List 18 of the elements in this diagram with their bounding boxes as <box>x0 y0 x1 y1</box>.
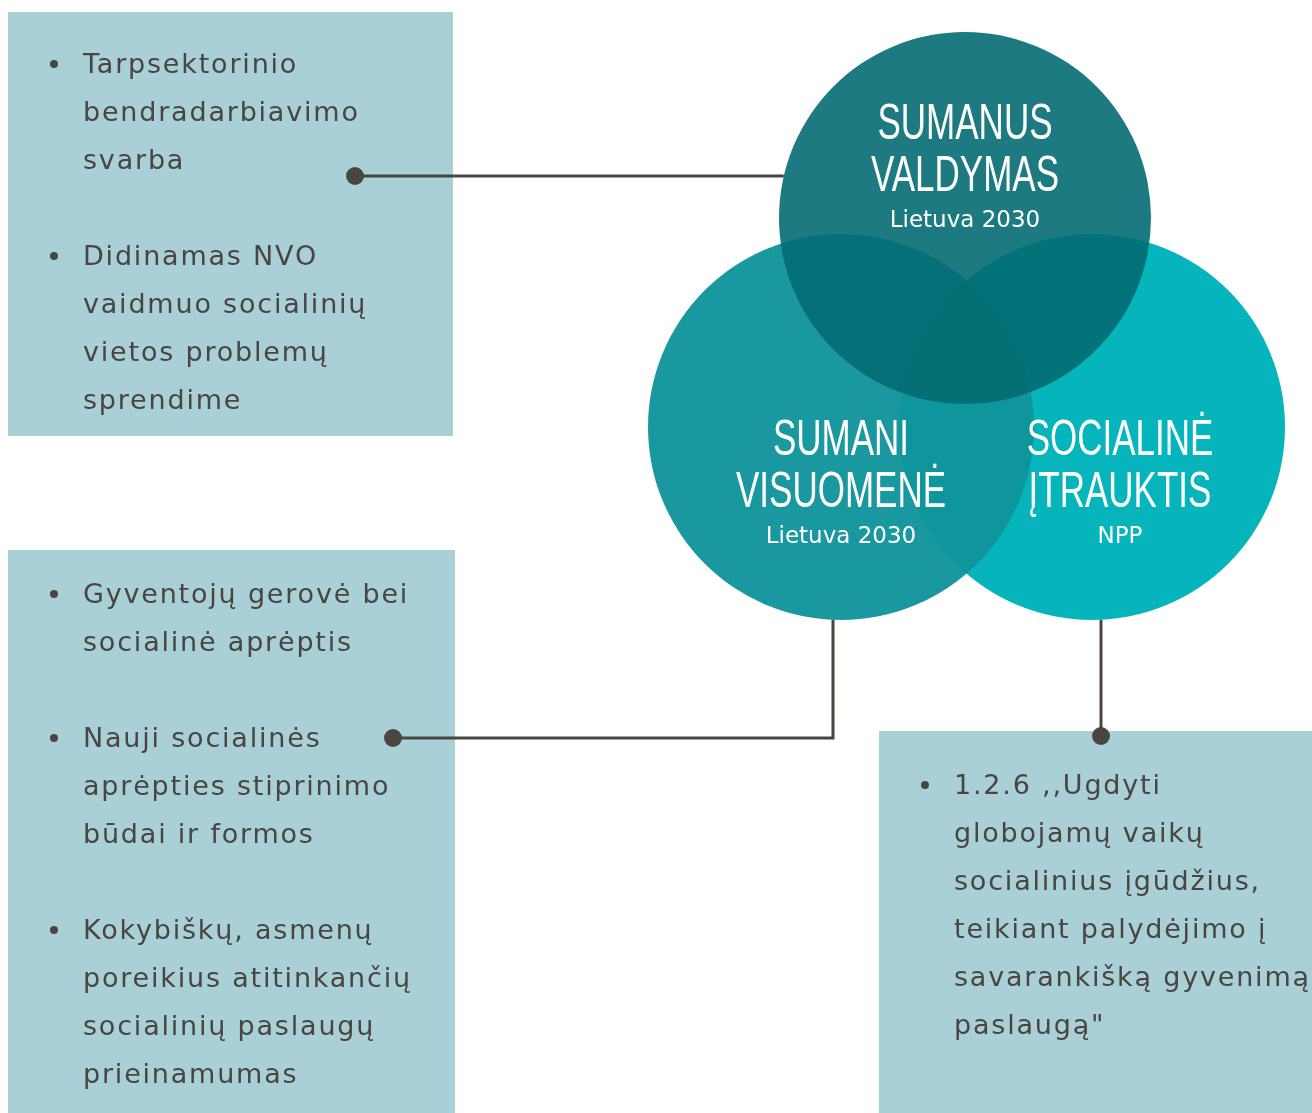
connector-line <box>1092 619 1110 745</box>
circle-heading: SUMANI VISUOMENĖ <box>736 412 946 516</box>
bullet-text: Gyventojų gerovė bei socialinė aprėptis <box>83 577 411 659</box>
text-panel <box>879 731 1312 1113</box>
bullet-text: Tarpsektorinio bendradarbiavimo svarba <box>83 47 361 177</box>
bullet-text: Didinamas NVO vaidmuo socialinių vietos problemų sprendime <box>83 239 369 417</box>
circle-subtitle: Lietuva 2030 <box>889 205 1041 234</box>
connector-line <box>384 619 835 747</box>
circle-subtitle: Lietuva 2030 <box>765 521 917 550</box>
text-panel <box>8 550 455 1113</box>
bullet-text: Kokybiškų, asmenų poreikius atitinkančių socialinių paslaugų prieinamumas <box>83 913 413 1091</box>
circle-subtitle: NPP <box>1097 521 1143 550</box>
connector-line <box>346 167 784 185</box>
circle-heading: SUMANUS VALDYMAS <box>870 96 1060 200</box>
bullet-text: Nauji socialinės aprėpties stiprinimo būdai ir formos <box>83 721 392 851</box>
bullet-text: 1.2.6 ,,Ugdyti globojamų vaikų socialinius įgūdžius, teikiant palydėjimo į savarankišką gyvenimą paslaugą" <box>954 768 1312 1042</box>
text-panel <box>8 12 453 436</box>
circle-heading: SOCIALINĖ ĮTRAUKTIS <box>1025 412 1215 516</box>
